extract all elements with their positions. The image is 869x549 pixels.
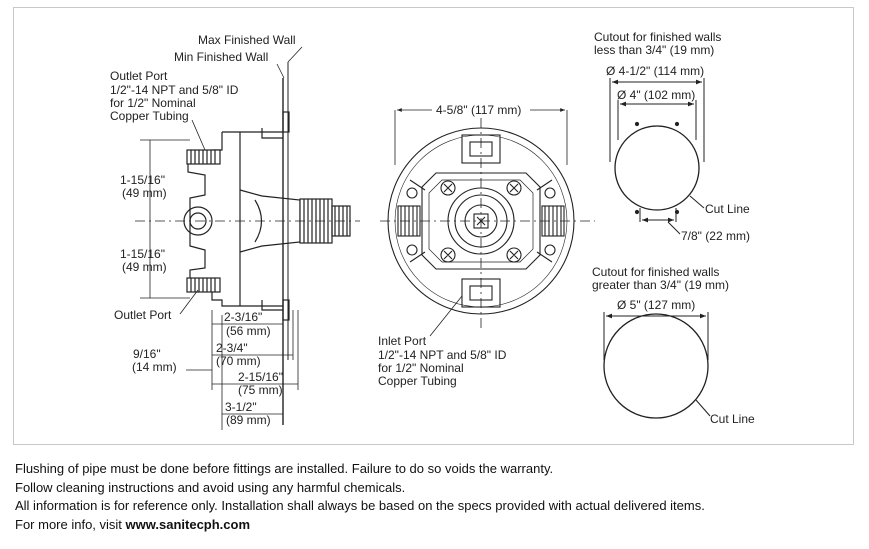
dim-upper-mm: (49 mm) bbox=[122, 186, 167, 200]
max-wall-label: Max Finished Wall bbox=[198, 33, 296, 47]
outlet-top-line4: Copper Tubing bbox=[110, 109, 189, 123]
cutout-small-title1: Cutout for finished walls bbox=[594, 30, 721, 44]
dia-5-label: Ø 5" (127 mm) bbox=[617, 298, 695, 312]
cutout-large-title1: Cutout for finished walls bbox=[592, 265, 719, 279]
note-line: Flushing of pipe must be done before fit… bbox=[15, 461, 554, 476]
website-link[interactable]: www.sanitecph.com bbox=[125, 516, 251, 532]
outlet-top-line1: Outlet Port bbox=[110, 69, 168, 83]
dim-78-label: 7/8" (22 mm) bbox=[681, 229, 750, 243]
dim-21516-in: 2-15/16" bbox=[238, 370, 283, 384]
website-prefix: For more info, visit bbox=[15, 516, 126, 532]
dim-234-in: 2-3/4" bbox=[216, 341, 248, 355]
min-wall-label: Min Finished Wall bbox=[174, 50, 268, 64]
website-line: For more info, visit www.sanitecph.com bbox=[15, 516, 705, 535]
dim-2316-in: 2-3/16" bbox=[224, 310, 262, 324]
inlet-line2: 1/2"-14 NPT and 5/8" ID bbox=[378, 348, 507, 362]
inlet-line3: for 1/2" Nominal bbox=[378, 361, 464, 375]
small-cutout bbox=[609, 78, 705, 235]
cut-line-2-label: Cut Line bbox=[710, 412, 755, 426]
outlet-top-line3: for 1/2" Nominal bbox=[110, 96, 196, 110]
cut-line-1-label: Cut Line bbox=[705, 202, 750, 216]
cutout-large-title2: greater than 3/4" (19 mm) bbox=[592, 278, 729, 292]
inlet-line1: Inlet Port bbox=[378, 334, 427, 348]
width-458-label: 4-5/8" (117 mm) bbox=[436, 103, 521, 117]
dim-312-mm: (89 mm) bbox=[226, 413, 271, 427]
labels: Max Finished Wall Min Finished Wall Outl… bbox=[110, 30, 755, 427]
side-dimensions bbox=[135, 46, 360, 430]
front-dimensions bbox=[380, 108, 595, 337]
dia-4-label: Ø 4" (102 mm) bbox=[617, 88, 695, 102]
dim-lower-in: 1-15/16" bbox=[120, 247, 165, 261]
dim-916-mm: (14 mm) bbox=[132, 360, 177, 374]
inlet-line4: Copper Tubing bbox=[378, 374, 457, 388]
dim-2316-mm: (56 mm) bbox=[226, 324, 271, 338]
dim-312-in: 3-1/2" bbox=[225, 400, 257, 414]
dim-916-in: 9/16" bbox=[133, 347, 161, 361]
dim-21516-mm: (75 mm) bbox=[238, 383, 283, 397]
dia-412-label: Ø 4-1/2" (114 mm) bbox=[606, 64, 704, 78]
outlet-bottom-label: Outlet Port bbox=[114, 308, 172, 322]
dim-lower-mm: (49 mm) bbox=[122, 260, 167, 274]
note-line: All information is for reference only. I… bbox=[15, 498, 705, 513]
large-cutout bbox=[603, 312, 711, 419]
drawing-frame bbox=[13, 7, 854, 445]
outlet-top-line2: 1/2"-14 NPT and 5/8" ID bbox=[110, 83, 239, 97]
side-view bbox=[183, 62, 351, 425]
dim-234-mm: (70 mm) bbox=[216, 354, 261, 368]
dim-upper-in: 1-15/16" bbox=[120, 173, 165, 187]
note-line: Follow cleaning instructions and avoid u… bbox=[15, 479, 406, 495]
notes-block: Flushing of pipe must be done before fit… bbox=[15, 460, 705, 534]
cutout-small-title2: less than 3/4" (19 mm) bbox=[594, 43, 714, 57]
